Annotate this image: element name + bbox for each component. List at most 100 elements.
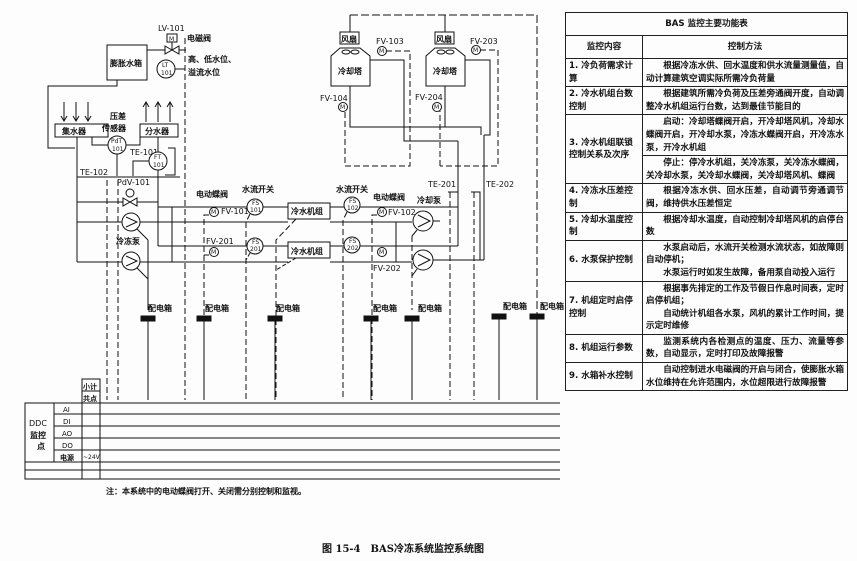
- common-label: 共点: [83, 394, 97, 403]
- table-row: 8. 机组运行参数监测系统内各检测点的温度、压力、流量等参数，自动显示，定时打印…: [565, 333, 848, 364]
- chilled-pump-label: 冷冻泵: [116, 236, 140, 246]
- motor-letter: M: [211, 249, 216, 256]
- fv102-label: FV-102: [388, 208, 416, 217]
- table-row: 9. 水箱补水控制自动控制进水电磁阀的开启与闭合，使膨胀水箱水位维持在允许范围内…: [565, 362, 848, 392]
- row-method: 自动统计机组各水泵，风机的累计工作时间，提示定时维修: [646, 308, 844, 332]
- col-header-item: 监控内容: [565, 35, 643, 59]
- expansion-tank-label: 膨胀水箱: [109, 58, 142, 68]
- chiller-1-label: 冷水机组: [291, 206, 323, 216]
- row-method: 水泵启动后，水流开关检测水流状态，如故障则自动停机；: [646, 242, 844, 266]
- distributor: 分水器: [139, 123, 179, 138]
- fv203-label: FV-203: [470, 37, 498, 46]
- fan-2-label: 风扇: [436, 34, 452, 44]
- cooling-tower-1-label: 冷却塔: [338, 66, 363, 76]
- solenoid-valve-icon: [164, 45, 180, 55]
- fv202-valve: M: [377, 247, 387, 257]
- motor-letter: M: [211, 209, 216, 216]
- bas-function-table: BAS 监控主要功能表 监控内容控制方法 1. 冷负荷需求计算根据冷冻水供、回水…: [565, 12, 848, 392]
- fan-1-label: 风扇: [341, 34, 357, 44]
- row-item: 2. 冷水机组台数控制: [565, 86, 643, 116]
- distribution-box-label: 配电箱: [418, 303, 442, 313]
- fv201-valve: M: [209, 247, 219, 257]
- fv103-label: FV-103: [376, 37, 404, 46]
- distribution-box-label: 配电箱: [276, 303, 300, 313]
- distribution-box: 配电箱: [491, 301, 527, 400]
- cooling-pump-2: [411, 249, 434, 277]
- motor-letter: M: [379, 209, 384, 216]
- motor-letter: M: [473, 47, 478, 54]
- cooling-tower-1: 风扇 冷却塔: [330, 31, 371, 87]
- distribution-box: 配电箱: [404, 303, 442, 400]
- motor-valve-label-2: 电动蝶阀: [373, 192, 405, 202]
- expansion-tank: 膨胀水箱: [106, 44, 148, 81]
- pdv101-motor-icon: [125, 188, 135, 198]
- fv202-label: FV-202: [373, 264, 401, 273]
- fv201-label: FV-201: [206, 237, 234, 246]
- motor-valve-label-1: 电动蝶阀: [196, 189, 228, 199]
- ddc-title: DDC: [29, 419, 47, 428]
- cooling-tower-2-label: 冷却塔: [433, 66, 458, 76]
- collector: 集水器: [54, 123, 109, 138]
- distribution-box: 配电箱: [363, 303, 397, 400]
- row-method: 监测系统内各检测点的温度、压力、流量等参数，自动显示，定时打印及故障报警: [642, 333, 848, 364]
- fv103-valve: M: [377, 46, 387, 56]
- distribution-box: 配电箱: [140, 303, 172, 400]
- fv101-valve: M: [209, 207, 219, 217]
- lt-label: LT: [162, 62, 169, 69]
- motor-letter: M: [434, 104, 439, 111]
- dp-sensor-label-2: 传感器: [101, 123, 127, 133]
- row-method: 根据建筑所需冷负荷及压差旁通阀开度，自动调整冷水机组运行台数，达到最佳节能目的: [642, 86, 848, 116]
- fs201-number: 201: [250, 246, 262, 253]
- row-item: 6. 水泵保护控制: [565, 239, 643, 282]
- pdt-label: PdT: [111, 138, 122, 145]
- ddc-title-3: 点: [37, 441, 45, 451]
- flow-switch-label-1: 水流开关: [241, 184, 274, 194]
- cooling-pump-1: [411, 210, 434, 237]
- table-row: 4. 冷冻水压差控制根据冷冻水供、回水压差，自动调节旁通调节阀，维持供水压差恒定: [565, 183, 848, 213]
- row-ai: AI: [63, 406, 70, 414]
- row-method: 根据冷冻水供、回水压差，自动调节旁通调节阀，维持供水压差恒定: [642, 183, 848, 213]
- ddc-title-2: 监控: [30, 430, 46, 440]
- row-di: DI: [63, 418, 70, 426]
- row-power: 电源: [60, 453, 74, 462]
- te202-label: TE-202: [485, 180, 514, 189]
- fv101-label: FV-101: [221, 207, 249, 216]
- pdv101-label: PdV-101: [117, 178, 150, 187]
- fv203-valve: M: [471, 45, 481, 55]
- subtotal-label: 小计: [82, 382, 97, 391]
- distribution-box: 配电箱: [267, 303, 300, 400]
- row-item: 5. 冷却水温度控制: [565, 211, 643, 241]
- ft-number: 101: [153, 162, 165, 169]
- table-row: 7. 机组定时启停控制根据事先排定的工作及节假日作息时间表，定时启停机组；自动统…: [565, 280, 848, 335]
- motor-letter: M: [379, 48, 384, 55]
- row-method: 根据冷冻水供、回水温度和供水流量测量值，自动计算建筑空调实际所需冷负荷量: [642, 57, 848, 88]
- fv104-label: FV-104: [320, 94, 348, 103]
- motor-letter: M: [169, 36, 174, 43]
- chiller-1: 冷水机组: [287, 202, 331, 220]
- chiller-2: 冷水机组: [287, 241, 331, 259]
- row-item: 3. 冷水机组联锁控制关系及次序: [565, 114, 643, 185]
- flow-switch-label-2: 水流开关: [335, 184, 368, 194]
- te102-label: TE-102: [79, 168, 108, 177]
- table-row: 2. 冷水机组台数控制根据建筑所需冷负荷及压差旁通阀开度，自动调整冷水机组运行台…: [565, 86, 848, 116]
- row-method: 启动：冷却塔蝶阀开启，开冷却塔风机，冷却水蝶阀开启，开冷却水泵，冷冻水蝶阀开启，…: [642, 114, 848, 157]
- row-ao: AO: [62, 430, 73, 438]
- cooling-tower-2: 风扇 冷却塔: [425, 31, 466, 87]
- distribution-box-label: 配电箱: [373, 303, 397, 313]
- fs202-number: 202: [347, 245, 359, 252]
- te101-label: TE-101: [129, 148, 158, 157]
- return-arrows: [60, 102, 92, 122]
- row-item: 1. 冷负荷需求计算: [565, 57, 643, 88]
- fv102-valve: M: [377, 207, 387, 217]
- solenoid-valve-label: 电磁阀: [187, 33, 211, 43]
- table-row: 3. 冷水机组联锁控制关系及次序启动：冷却塔蝶阀开启，开冷却塔风机，冷却水蝶阀开…: [565, 114, 848, 185]
- bypass-valve-icon: [122, 197, 138, 207]
- row-item: 9. 水箱补水控制: [565, 362, 643, 392]
- dp-sensor-label-1: 压差: [110, 111, 126, 121]
- row-method: 水泵运行时如发生故障，备用泵自动投入运行: [663, 267, 836, 278]
